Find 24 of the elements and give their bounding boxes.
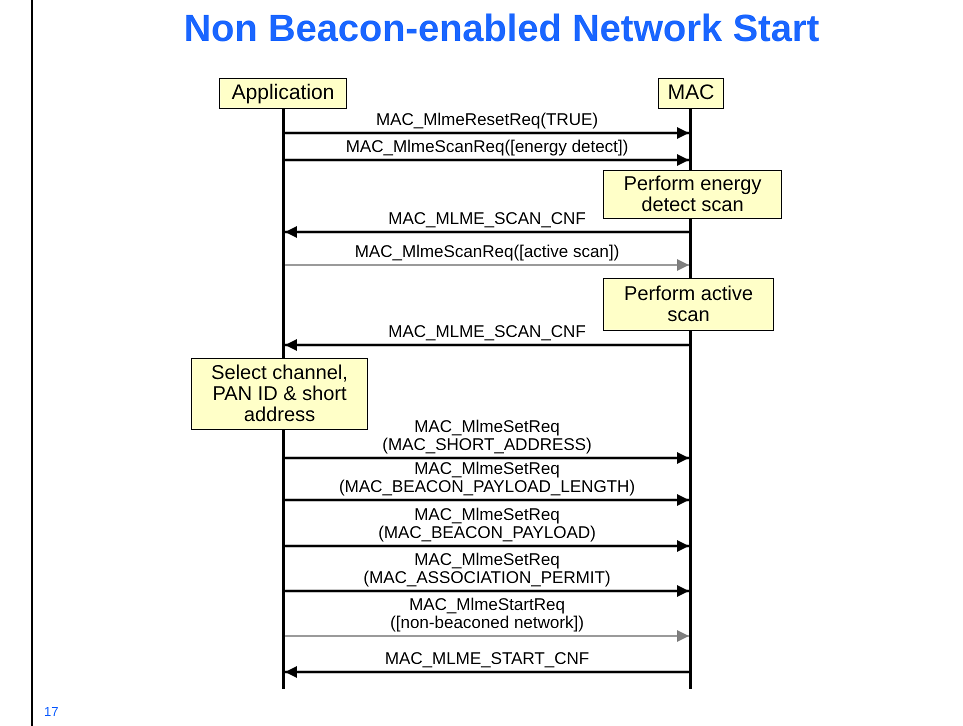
message-arrow [285, 666, 689, 678]
message-arrow [285, 494, 689, 506]
slide-title: Non Beacon-enabled Network Start [182, 8, 820, 51]
message-arrow [285, 452, 689, 464]
note-box: Perform active scan [603, 278, 774, 331]
participant-box: MAC [658, 78, 724, 109]
message-label: MAC_MLME_SCAN_CNF [388, 323, 586, 342]
message-label: MAC_MlmeResetReq(TRUE) [376, 111, 598, 130]
message-label: MAC_MlmeScanReq([energy detect]) [346, 138, 628, 157]
message-arrow [285, 154, 689, 166]
message-arrow [285, 127, 689, 139]
message-label: MAC_MLME_SCAN_CNF [388, 210, 586, 229]
message-arrow [285, 339, 689, 351]
page-number: 17 [44, 704, 58, 719]
message-arrow [285, 226, 689, 238]
message-arrow [285, 259, 689, 271]
note-box: Select channel, PAN ID & short address [191, 358, 368, 430]
message-label: MAC_MlmeScanReq([active scan]) [354, 243, 620, 262]
message-arrow [285, 540, 689, 552]
participant-box: Application [219, 78, 347, 109]
message-arrow [285, 585, 689, 597]
message-label: MAC_MLME_START_CNF [384, 650, 590, 669]
note-box: Perform energy detect scan [603, 170, 782, 219]
message-arrow [285, 630, 689, 642]
